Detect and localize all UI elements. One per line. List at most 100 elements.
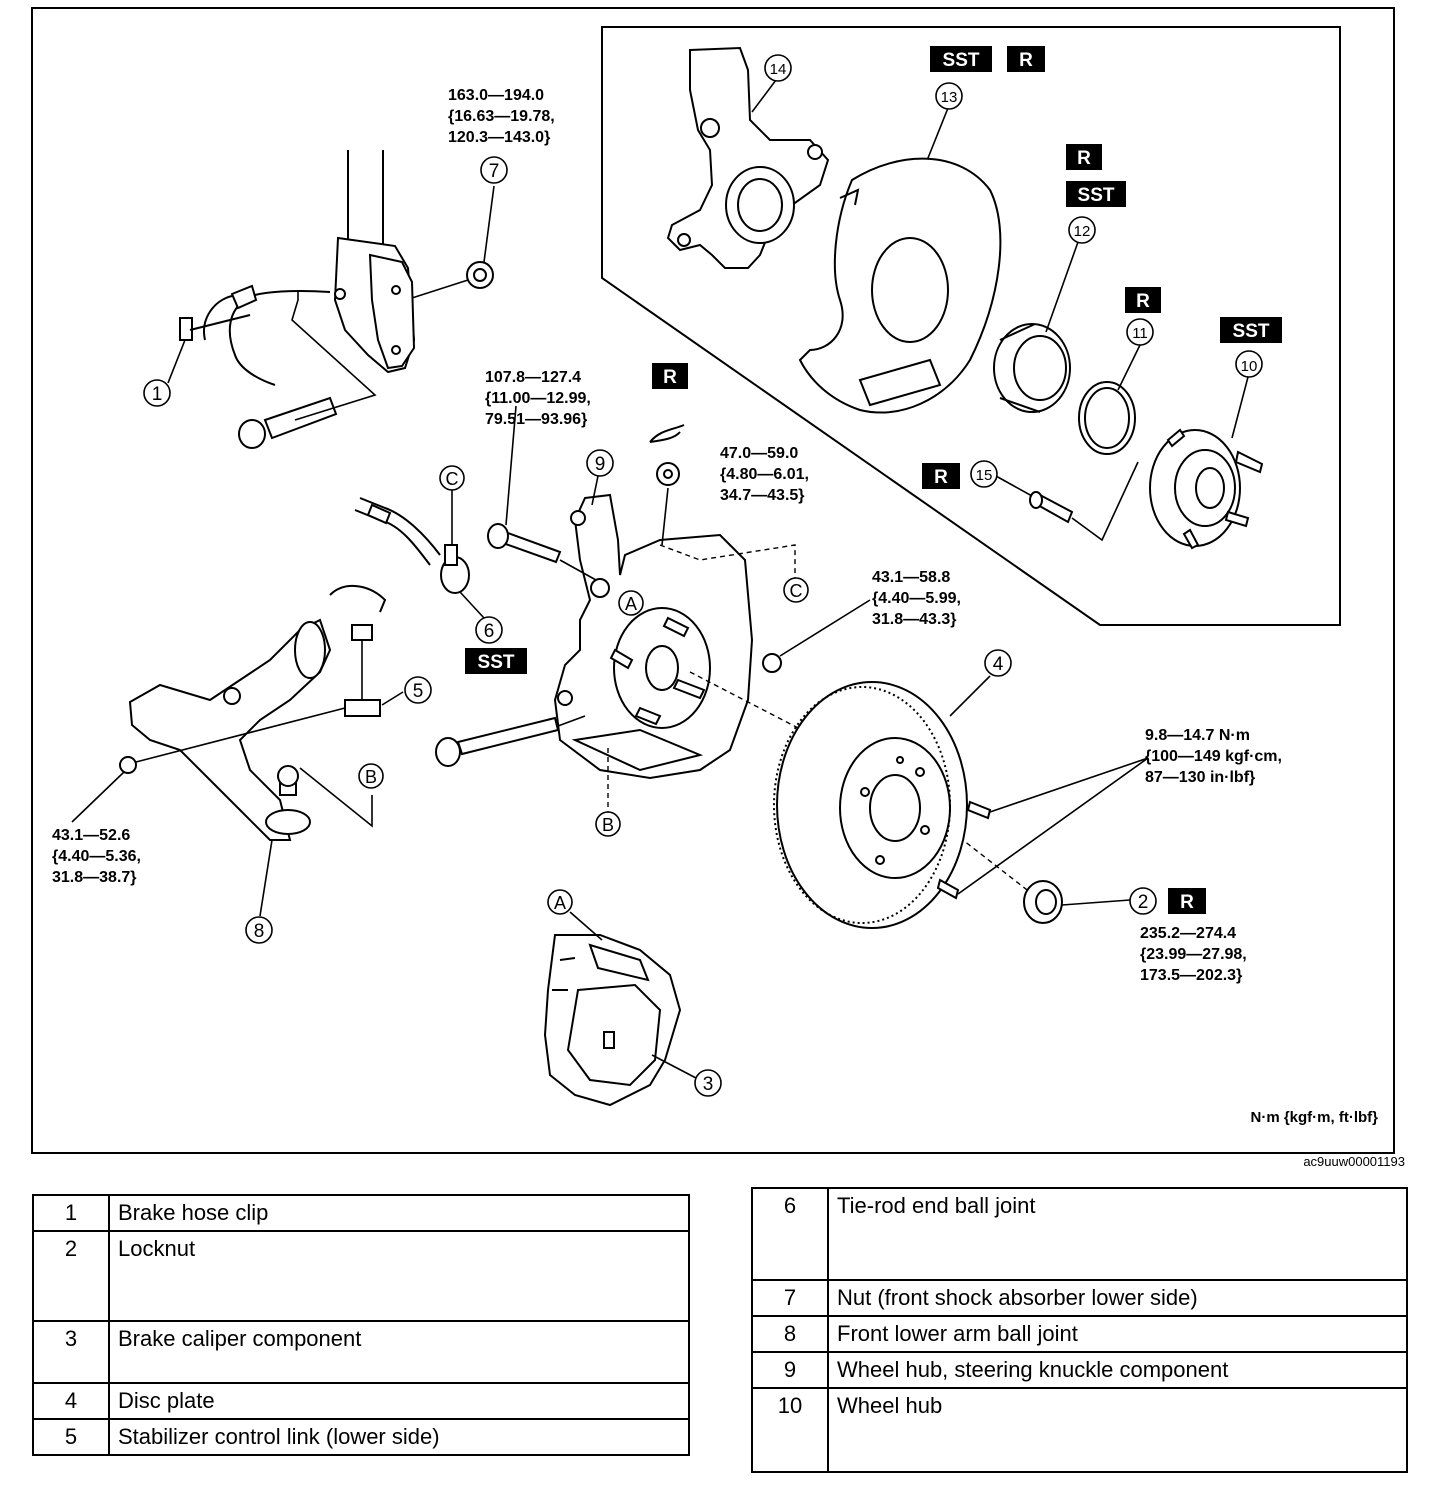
legend-part-name: Front lower arm ball joint (827, 1315, 1408, 1353)
inset-panel-outline (601, 26, 1341, 626)
callout-10: 10 (1235, 350, 1263, 378)
svg-text:R: R (663, 367, 677, 388)
legend-row: 5 Stabilizer control link (lower side) (32, 1418, 690, 1456)
svg-text:4: 4 (993, 654, 1004, 675)
legend-part-name: Nut (front shock absorber lower side) (827, 1279, 1408, 1317)
svg-text:3: 3 (703, 1074, 714, 1095)
svg-text:6: 6 (484, 621, 495, 642)
svg-text:173.5—202.3}: 173.5—202.3} (1140, 967, 1242, 984)
unit-note: N·m {kgf·m, ft·lbf} (1251, 1109, 1379, 1126)
torque-label-castle-nut: 47.0—59.0 {4.80—6.01, 34.7—43.5} (720, 445, 809, 504)
svg-text:{11.00—12.99,: {11.00—12.99, (485, 390, 591, 407)
knuckle-bolt (487, 523, 562, 564)
dust-cover-13 (798, 157, 1002, 414)
callout-letter-b-knuckle: B (595, 811, 621, 837)
legend-number: 4 (32, 1382, 110, 1420)
legend-number: 3 (32, 1320, 110, 1384)
steering-knuckle-14 (666, 46, 830, 269)
legend-row: 4 Disc plate (32, 1382, 690, 1420)
callout-letter-c-top: C (439, 465, 465, 491)
callout-9: 9 (586, 449, 614, 477)
torque-label-knuckle-bolt: 107.8—127.4 {11.00—12.99, 79.51—93.96} (485, 369, 591, 428)
svg-text:2: 2 (1138, 892, 1149, 913)
shock-absorber-lower (333, 150, 416, 374)
legend-part-name: Stabilizer control link (lower side) (108, 1418, 690, 1456)
torque-label-nut-8: 43.1—52.6 {4.40—5.36, 31.8—38.7} (52, 827, 141, 886)
image-code: ac9uuw00001193 (1303, 1154, 1405, 1169)
callout-5: 5 (404, 676, 432, 704)
svg-text:R: R (1136, 291, 1150, 312)
exploded-view-diagram: 1 2 3 4 5 6 7 8 9 10 11 12 (31, 7, 1405, 1169)
callout-2: 2 (1129, 887, 1157, 915)
legend-number: 6 (751, 1187, 829, 1281)
wheel-hub-10 (1149, 428, 1264, 550)
svg-text:C: C (790, 581, 803, 601)
callout-14: 14 (764, 54, 792, 82)
snap-ring-11 (1078, 381, 1136, 455)
badge-r-13: R (1007, 46, 1045, 72)
svg-text:107.8—127.4: 107.8—127.4 (485, 369, 581, 386)
legend-row: 3 Brake caliper component (32, 1320, 690, 1384)
callout-12: 12 (1068, 216, 1096, 244)
nut-7 (466, 261, 494, 289)
svg-text:SST: SST (478, 652, 515, 673)
callout-letter-a-caliper: A (547, 889, 573, 915)
badge-sst-12: SST (1066, 181, 1126, 207)
legend-row: 10 Wheel hub (751, 1387, 1408, 1473)
wheel-bearing-12 (993, 323, 1071, 413)
svg-text:5: 5 (413, 681, 424, 702)
callout-letter-b-arm: B (358, 763, 384, 789)
badge-r-11: R (1125, 287, 1161, 313)
svg-text:R: R (934, 467, 948, 488)
badge-sst-6: SST (465, 648, 527, 674)
svg-text:SST: SST (943, 50, 980, 71)
brake-caliper-3 (543, 934, 682, 1107)
disc-plate-4 (773, 681, 968, 929)
legend-part-name: Wheel hub (827, 1387, 1408, 1473)
callout-11: 11 (1126, 318, 1154, 346)
legend-part-name: Brake hose clip (108, 1194, 690, 1232)
steering-knuckle-assembly-9 (553, 493, 754, 780)
svg-text:{4.80—6.01,: {4.80—6.01, (720, 466, 809, 483)
callout-1: 1 (143, 379, 171, 407)
cotter-pin (649, 424, 685, 443)
svg-text:79.51—93.96}: 79.51—93.96} (485, 411, 587, 428)
svg-text:A: A (625, 594, 637, 614)
legend-part-name: Disc plate (108, 1382, 690, 1420)
legend-number: 7 (751, 1279, 829, 1317)
legend-number: 10 (751, 1387, 829, 1473)
lower-arm (128, 584, 387, 841)
torque-label-locknut: 235.2—274.4 {23.99—27.98, 173.5—202.3} (1140, 925, 1247, 984)
callout-3: 3 (694, 1069, 722, 1097)
svg-text:1: 1 (152, 384, 163, 405)
callout-letter-c-right: C (783, 577, 809, 603)
svg-text:120.3—143.0}: 120.3—143.0} (448, 129, 550, 146)
svg-text:12: 12 (1074, 223, 1091, 240)
legend-row: 2 Locknut (32, 1230, 690, 1322)
svg-text:A: A (554, 893, 566, 913)
svg-text:B: B (602, 815, 614, 835)
svg-text:B: B (365, 767, 377, 787)
torque-label-screws: 9.8—14.7 N·m {100—149 kgf·cm, 87—130 in·… (1145, 727, 1282, 786)
tie-rod-end-6 (354, 497, 470, 594)
svg-text:9: 9 (595, 454, 606, 475)
legend-part-name: Tie-rod end ball joint (827, 1187, 1408, 1281)
svg-text:47.0—59.0: 47.0—59.0 (720, 445, 798, 462)
legend-number: 9 (751, 1351, 829, 1389)
callout-15: 15 (970, 460, 998, 488)
legend-part-name: Brake caliper component (108, 1320, 690, 1384)
svg-text:{4.40—5.36,: {4.40—5.36, (52, 848, 141, 865)
legend-row: 9 Wheel hub, steering knuckle component (751, 1351, 1408, 1389)
disc-screws (936, 800, 992, 900)
svg-text:SST: SST (1078, 185, 1115, 206)
legend-part-name: Wheel hub, steering knuckle component (827, 1351, 1408, 1389)
svg-text:{100—149 kgf·cm,: {100—149 kgf·cm, (1145, 748, 1282, 765)
callout-4: 4 (984, 649, 1012, 677)
svg-text:9.8—14.7 N·m: 9.8—14.7 N·m (1145, 727, 1250, 744)
callout-6: 6 (475, 616, 503, 644)
svg-text:31.8—38.7}: 31.8—38.7} (52, 869, 137, 886)
svg-text:R: R (1019, 50, 1033, 71)
hub-bolt-15 (1029, 491, 1074, 524)
svg-text:C: C (446, 469, 459, 489)
strut-bolt (238, 396, 338, 449)
